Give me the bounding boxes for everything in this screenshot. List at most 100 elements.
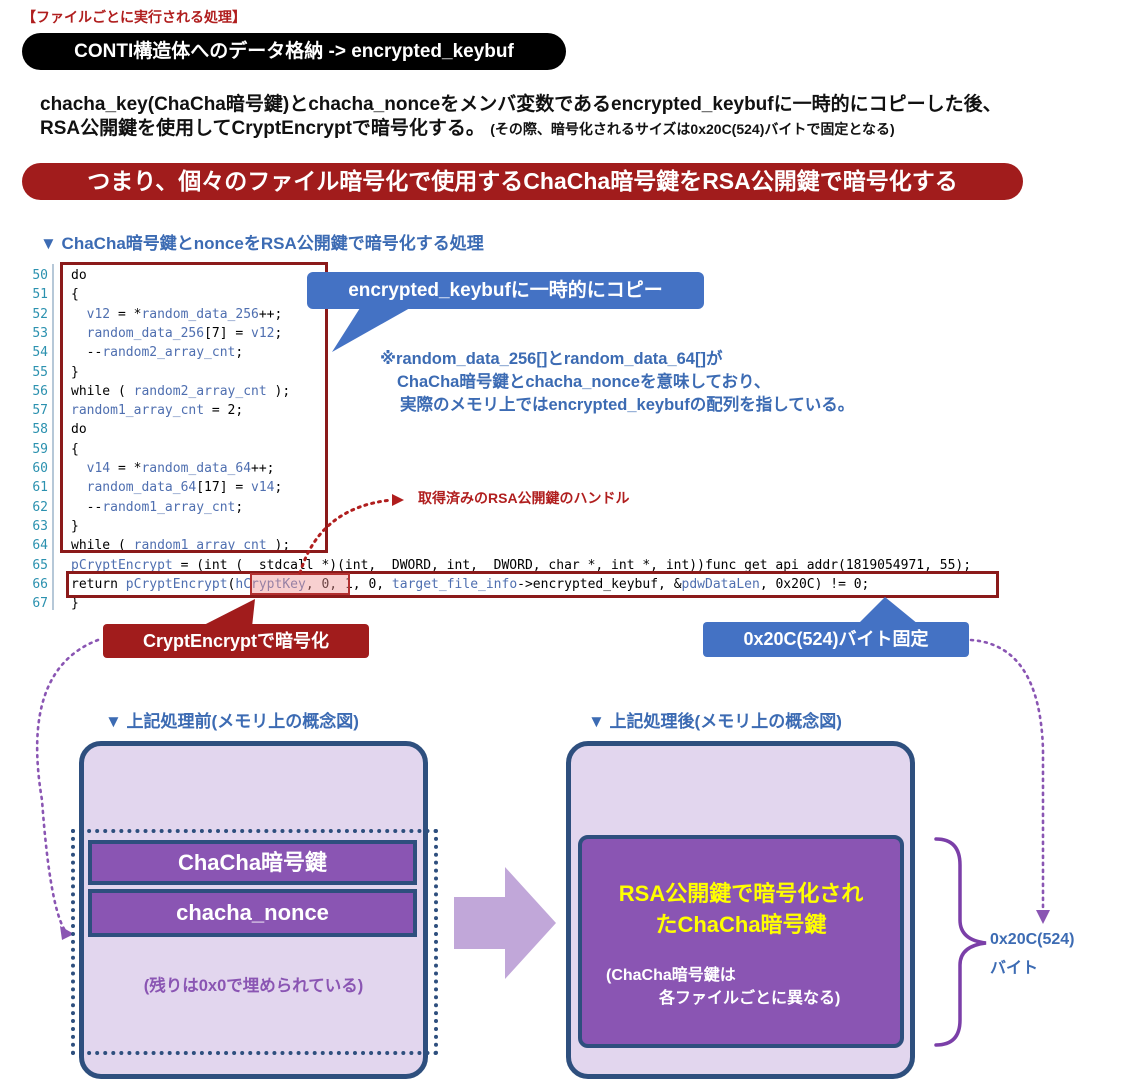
line-number: 52 (32, 306, 48, 322)
code-token: random_data_256 (141, 306, 259, 322)
chacha-nonce-block: chacha_nonce (88, 889, 417, 937)
line-number: 62 (32, 499, 48, 515)
return-line-highlight (66, 571, 999, 598)
code-token: v14 (71, 461, 111, 476)
code-token: while ( (71, 383, 134, 399)
code-token: pCryptEncrypt (125, 576, 228, 592)
title-pill: CONTI構造体へのデータ格納 -> encrypted_keybuf (22, 33, 566, 70)
description-note: (その際、暗号化されるサイズは0x20C(524)バイトで固定となる) (490, 121, 895, 137)
code-token: = * (110, 461, 142, 476)
code-token: , 0x20C) != 0; (759, 576, 870, 592)
code-token: random_data_64 (141, 461, 252, 476)
code-token: = 2; (204, 403, 244, 419)
line-number: 54 (32, 345, 48, 361)
chacha-key-block: ChaCha暗号鍵 (88, 840, 417, 885)
copy-loop-highlight (60, 262, 328, 553)
code-token: ++; (258, 306, 283, 322)
code-token: ++; (251, 461, 275, 476)
encrypted-key-block (578, 835, 904, 1048)
code-line: } (71, 363, 79, 382)
code-token: while ( (71, 538, 134, 554)
line-number: 63 (32, 518, 48, 534)
line-number: 57 (32, 403, 48, 419)
after-heading: ▼ 上記処理後(メモリ上の概念図) (588, 712, 842, 731)
code-token: random2_array_cnt (133, 383, 267, 399)
size-label-line-1: 0x20C(524) (990, 931, 1075, 948)
rsa-handle-note: 取得済みのRSA公開鍵のハンドル (418, 490, 630, 506)
encrypted-key-title-2: たChaCha暗号鍵 (655, 912, 827, 937)
code-line: return pCryptEncrypt(hCryptKey, 0, 1, 0,… (71, 575, 869, 594)
transform-arrow (454, 867, 556, 979)
description-line-2: RSA公開鍵を使用してCryptEncryptで暗号化する。 (その際、暗号化さ… (40, 113, 895, 140)
line-number: 66 (32, 576, 48, 592)
encrypted-key-note-1: (ChaCha暗号鍵は (606, 967, 736, 984)
code-token: v14 (251, 480, 275, 496)
code-token: ; (274, 480, 283, 496)
code-line: v12 = *random_data_256++; (71, 305, 283, 324)
code-token: ( (227, 576, 236, 592)
line-number: 64 (32, 538, 48, 554)
line-number: 51 (32, 287, 48, 303)
code-token: ); (266, 383, 291, 399)
code-token: [17] = (196, 480, 252, 496)
line-number: 55 (32, 364, 48, 380)
callout-pointer (332, 308, 410, 352)
size-label-line-2: バイト (990, 960, 1039, 977)
description-main: RSA公開鍵を使用してCryptEncryptで暗号化する。 (40, 118, 485, 139)
note-line-2: ChaCha暗号鍵とchacha_nonceを意味しており、 (397, 373, 771, 391)
code-line: --random1_array_cnt; (71, 498, 244, 517)
code-token: ; (235, 499, 244, 515)
code-line: v14 = *random_data_64++; (71, 459, 275, 478)
size-brace (934, 837, 987, 1047)
code-token: } (71, 364, 79, 380)
keybuf-dotted-region (71, 829, 438, 1055)
crypt-encrypt-label: CryptEncryptで暗号化 (103, 624, 369, 658)
line-number: 59 (32, 441, 48, 457)
line-number: 65 (32, 557, 48, 573)
code-token: { (71, 441, 79, 457)
code-token: v12 (251, 325, 275, 341)
right-dotted-connector (969, 638, 1050, 924)
left-dotted-connector (35, 638, 100, 940)
remaining-zero-note: (残りは0x0で埋められている) (143, 977, 364, 995)
code-token: random_data_64 (71, 480, 197, 496)
crypt-label-pointer (200, 599, 255, 627)
note-line-1: ※random_data_256[]とrandom_data_64[]が (380, 350, 723, 368)
code-token: -- (71, 345, 103, 361)
code-token: target_file_info (391, 576, 518, 592)
code-token: v12 (71, 306, 111, 322)
code-token: return (71, 576, 126, 592)
line-number: 58 (32, 422, 48, 438)
code-line: { (71, 440, 79, 459)
code-token: random_data_256 (71, 325, 205, 341)
summary-pill: つまり、個々のファイル暗号化で使用するChaCha暗号鍵をRSA公開鍵で暗号化す… (22, 163, 1023, 200)
code-token: ->encrypted_keybuf, & (517, 576, 682, 592)
code-token: pdwDataLen (681, 576, 760, 592)
code-token: random1_array_cnt (102, 499, 236, 515)
code-token: random1_array_cnt (133, 538, 267, 554)
code-line: { (71, 285, 79, 304)
code-line: random1_array_cnt = 2; (71, 401, 243, 420)
code-token: = * (110, 306, 142, 322)
line-number: 60 (32, 461, 48, 476)
line-number: 50 (32, 268, 48, 283)
size-fixed-label: 0x20C(524)バイト固定 (703, 622, 969, 657)
code-token: random2_array_cnt (102, 345, 236, 361)
line-number-divider (52, 264, 54, 610)
code-token: ); (266, 538, 291, 554)
line-number: 56 (32, 383, 48, 399)
code-line: do (71, 420, 87, 439)
code-token: { (71, 287, 79, 303)
code-token: = (int (__stdcall *)(int, DWORD, int, DW… (172, 557, 972, 573)
code-line: while ( random1_array_cnt ); (71, 536, 290, 555)
code-token: do (71, 422, 87, 438)
encrypted-key-note-2: 各ファイルごとに異なる) (659, 990, 841, 1007)
code-token: } (71, 596, 79, 612)
line-number: 53 (32, 325, 48, 341)
line-number: 61 (32, 480, 48, 496)
section-label: 【ファイルごとに実行される処理】 (22, 9, 246, 25)
code-line: random_data_64[17] = v14; (71, 478, 283, 497)
line-number: 67 (32, 596, 48, 612)
code-line: do (71, 266, 87, 285)
code-token: } (71, 518, 79, 534)
